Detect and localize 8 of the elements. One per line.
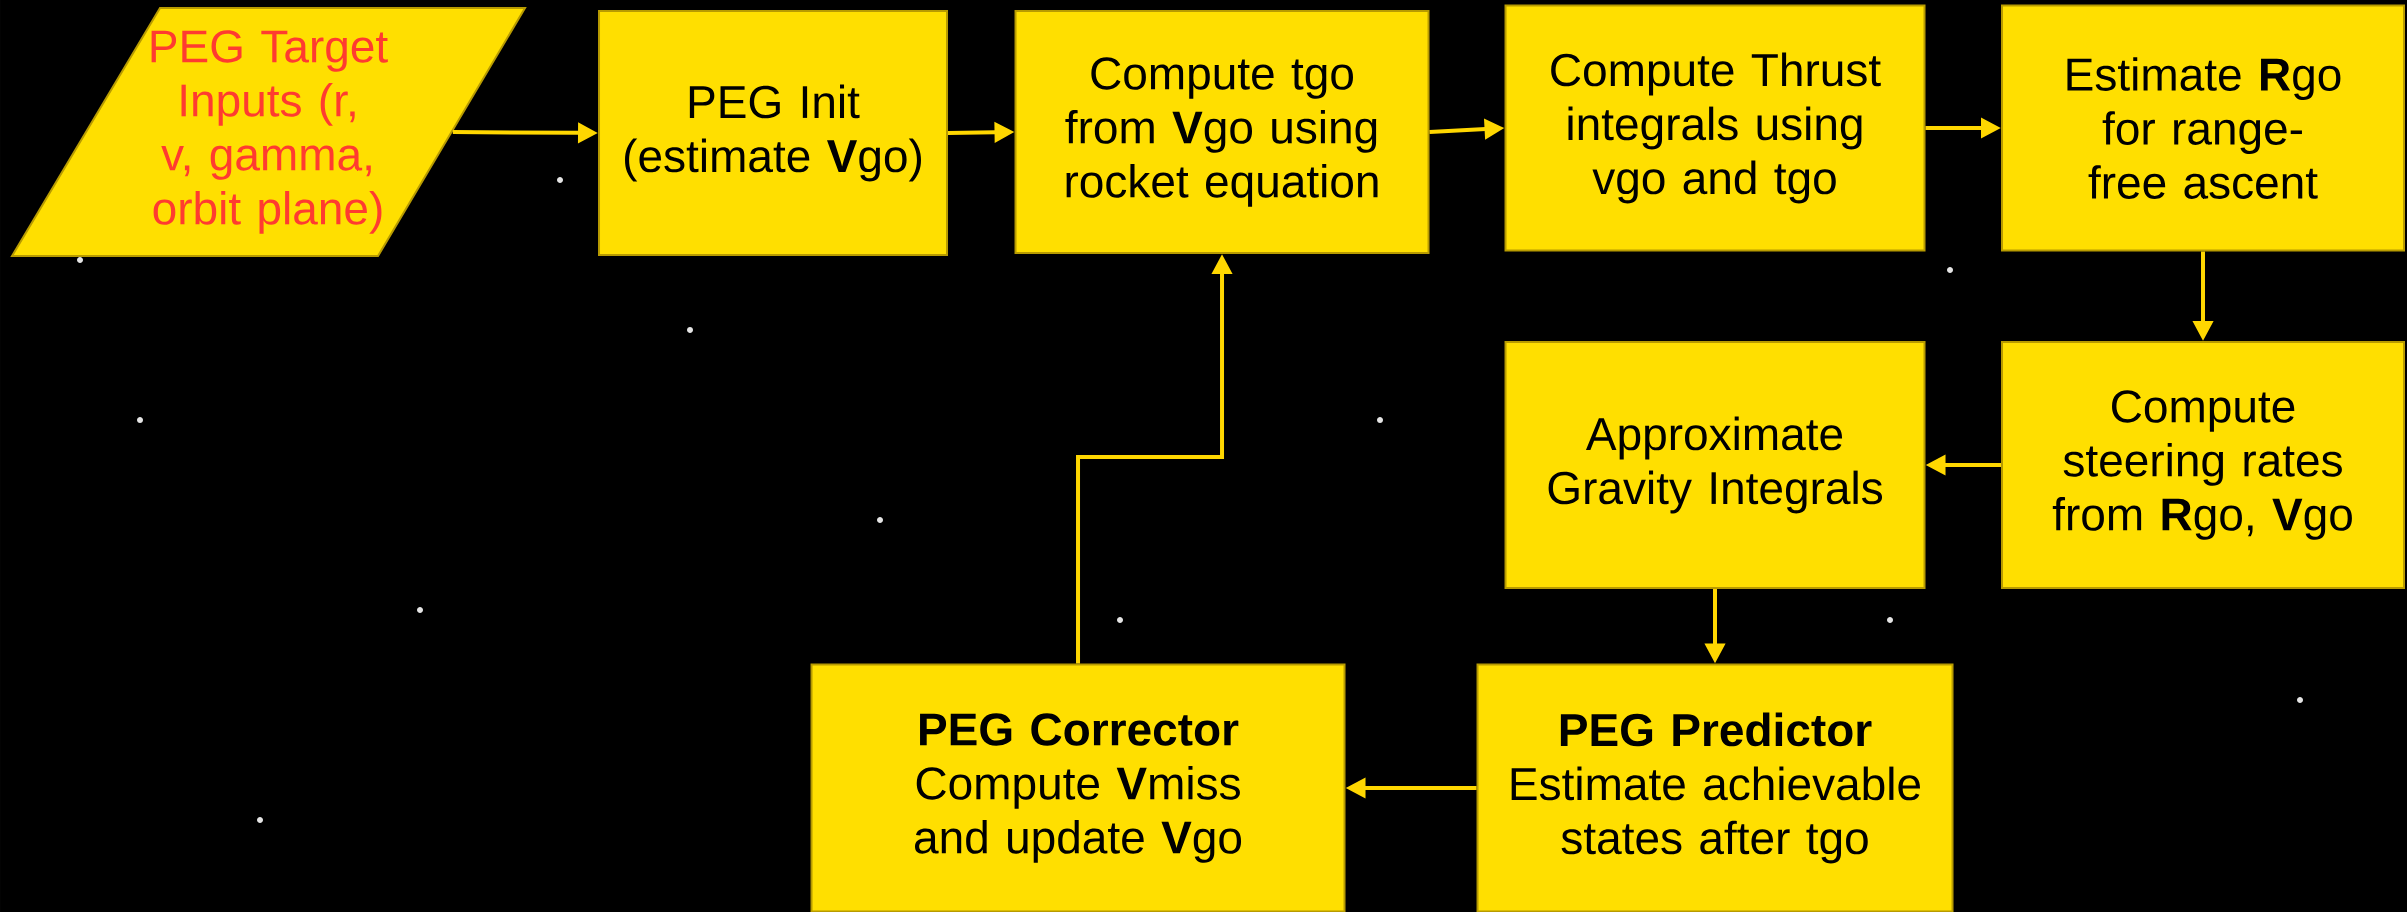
process-box: PEG Init (estimate Vgo) (598, 10, 948, 256)
process-box: Approximate Gravity Integrals (1504, 341, 1926, 589)
process-box: PEG Predictor Estimate achievable states after tgo (1476, 663, 1954, 912)
process-box: Compute tgo from Vgo using rocket equation (1014, 10, 1430, 254)
process-box: Compute Thrust integrals using vgo and tgo (1504, 4, 1926, 252)
process-box: PEG Corrector Compute Vmiss and update Vgo (810, 663, 1346, 912)
process-box: Compute steering rates from Rgo, Vgo (2001, 341, 2405, 589)
process-box: Estimate Rgo for range-free ascent (2001, 4, 2405, 252)
